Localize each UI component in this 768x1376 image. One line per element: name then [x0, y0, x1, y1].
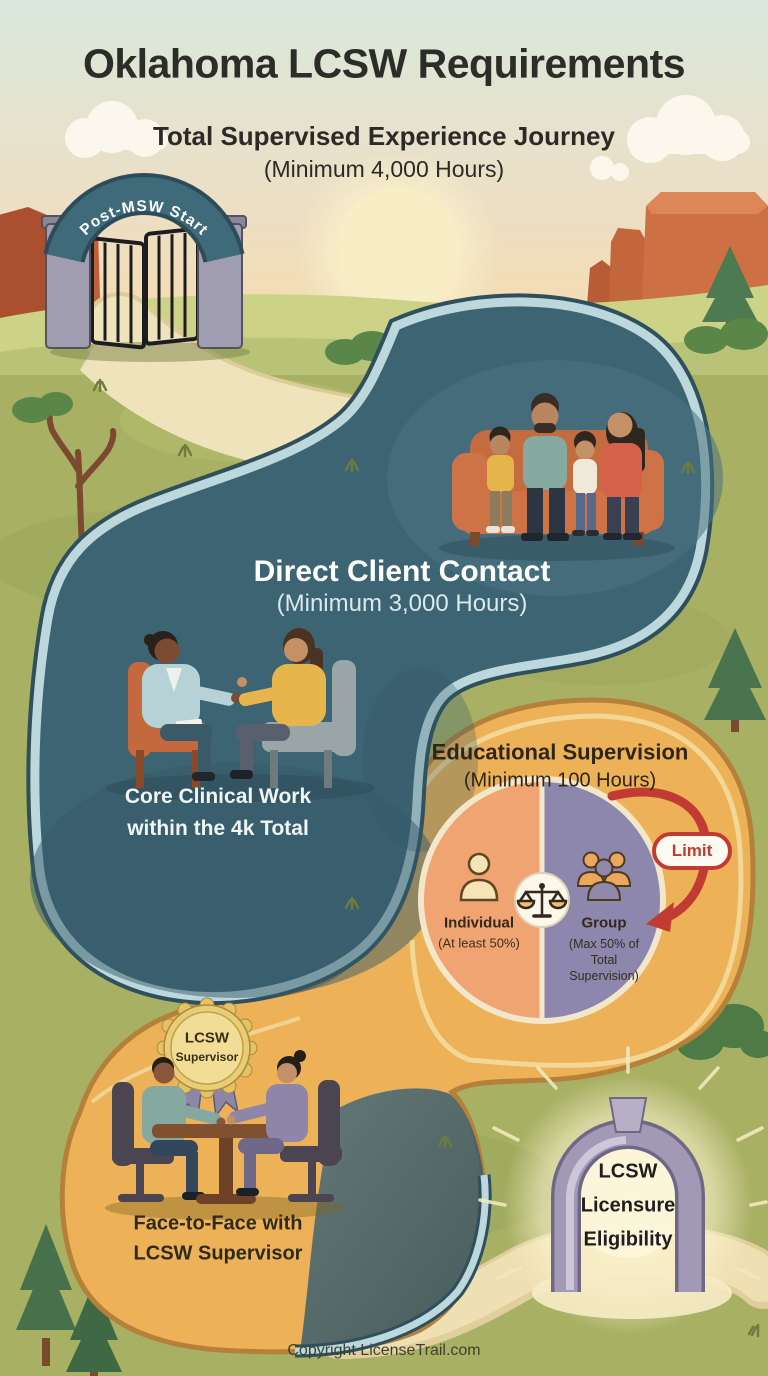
pie-group-note-line1: (Max 50% of — [568, 936, 640, 951]
core-clinical-caption-line2: within the 4k Total — [127, 816, 309, 840]
pie-individual-note: (At least 50%) — [438, 935, 520, 951]
limit-annotation — [607, 787, 732, 932]
copyright-text: Copyright LicenseTrail.com — [287, 1341, 481, 1359]
glow-rays — [478, 1046, 768, 1280]
direct-contact-title: Direct Client Contact — [253, 554, 551, 588]
group-icon — [576, 851, 632, 901]
counseling-illustration — [105, 628, 375, 802]
individual-icon — [459, 852, 499, 902]
conifer-mid-right — [704, 628, 766, 732]
family-mother — [602, 412, 645, 540]
eligibility-archway — [478, 1046, 768, 1335]
conifers-bottom-left — [16, 1224, 122, 1376]
educational-supervision-note: (Minimum 100 Hours) — [463, 769, 657, 792]
educational-supervision-title: Educational Supervision — [431, 739, 689, 765]
pie-group-note-line2: Total — [590, 952, 618, 967]
therapist-figure — [142, 631, 241, 781]
grass-tufts — [92, 378, 760, 1338]
face-to-face-caption-line1: Face-to-Face with — [133, 1212, 303, 1235]
balance-scale-icon — [516, 883, 568, 918]
family-son — [486, 426, 515, 533]
pie-group-label: Group — [581, 914, 627, 932]
supervisor-figure — [226, 1050, 308, 1196]
sun-icon — [338, 188, 458, 308]
supervision-pie-chart — [418, 776, 666, 1024]
eligibility-line3: Eligibility — [583, 1228, 673, 1251]
eligibility-line2: Licensure — [580, 1194, 676, 1217]
supervisor-badge-line1: LCSW — [184, 1029, 230, 1047]
pie-individual-label: Individual — [443, 914, 515, 932]
clouds — [65, 95, 750, 181]
page-title: Oklahoma LCSW Requirements — [82, 40, 686, 87]
supervisee-office-chair — [112, 1082, 174, 1202]
eligibility-line1: LCSW — [598, 1160, 658, 1183]
family-daughter — [572, 431, 599, 536]
direct-contact-note: (Minimum 3,000 Hours) — [276, 590, 528, 618]
pie-group-note-line3: Supervision) — [569, 968, 639, 983]
supervisor-badge-line2: Supervisor — [175, 1050, 239, 1065]
core-clinical-caption-line1: Core Clinical Work — [124, 784, 312, 808]
family-father — [521, 393, 569, 541]
family-illustration — [439, 393, 675, 561]
limit-badge-pill — [652, 832, 732, 870]
face-to-face-caption-line2: LCSW Supervisor — [133, 1242, 303, 1265]
limit-badge-label: Limit — [671, 841, 713, 861]
conifer-top-right — [684, 246, 768, 354]
page-subtitle: Total Supervised Experience Journey — [153, 121, 615, 152]
meeting-table — [152, 1124, 300, 1204]
page-subtitle-note: (Minimum 4,000 Hours) — [263, 155, 505, 182]
slate-transition — [300, 1088, 485, 1352]
client-figure — [230, 628, 326, 779]
arch-keystone — [608, 1097, 648, 1133]
supervisor-office-chair — [280, 1080, 342, 1202]
supervision-meeting-illustration — [105, 1050, 345, 1220]
